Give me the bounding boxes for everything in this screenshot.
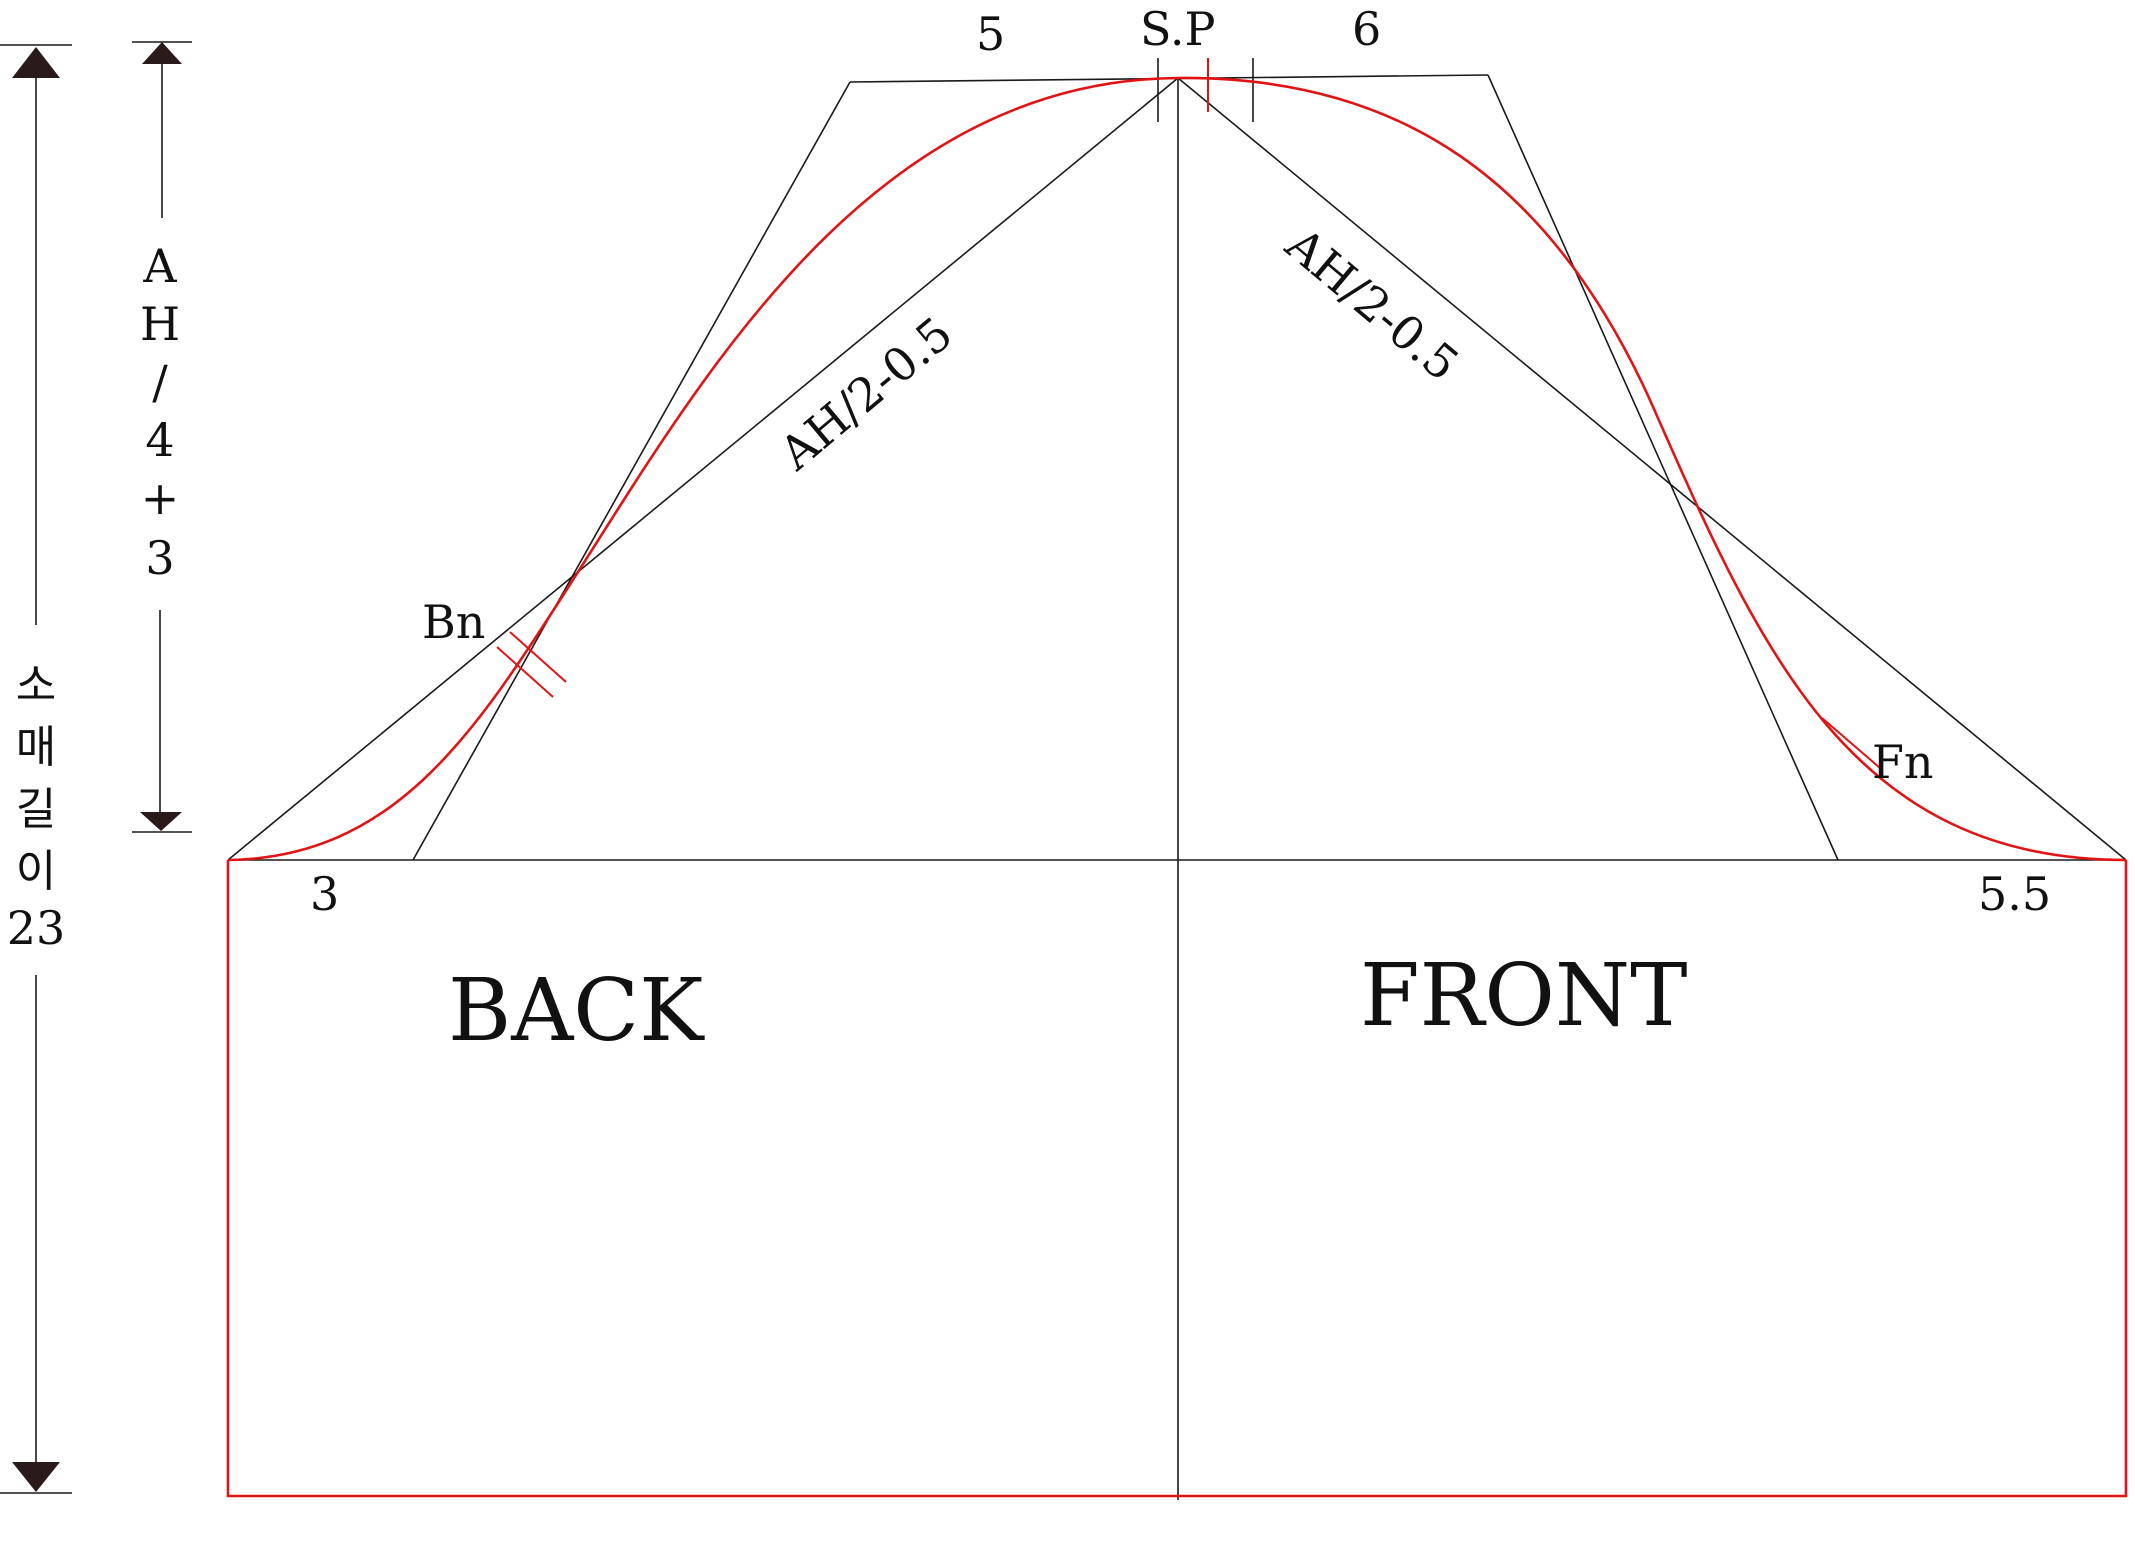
sleeve-length-dimension: 소 매 길 이 23	[0, 44, 72, 1494]
sleeve-cap-curve	[227, 76, 2127, 862]
back-notch-label: Bn	[422, 595, 485, 649]
front-notch-mark	[1821, 717, 1881, 769]
back-outer-line	[412, 81, 851, 861]
back-diagonal-label: AH/2-0.5	[769, 306, 963, 481]
front-panel-label: FRONT	[1360, 946, 1688, 1046]
cap-height-char-1: A	[142, 239, 177, 293]
cap-height-char-3: /	[152, 355, 168, 409]
back-notch-mark-1	[496, 646, 554, 698]
front-diagonal-label: AH/2-0.5	[1275, 216, 1469, 391]
cap-height-char-4: 4	[145, 413, 174, 467]
back-panel-label: BACK	[448, 961, 705, 1061]
back-notch-mark-2	[509, 631, 567, 683]
back-diagonal-line	[227, 77, 1179, 861]
cap-height-dimension: A H / 4 + 3	[132, 41, 192, 833]
cap-height-up-arrow-icon	[142, 42, 182, 64]
front-notch-label: Fn	[1872, 735, 1934, 789]
cap-height-char-6: 3	[145, 531, 174, 585]
front-diagonal-line	[1177, 77, 2127, 861]
pattern-outline	[226, 58, 2128, 1498]
sleeve-length-char-4: 이	[16, 846, 56, 897]
front-top-offset-label: 6	[1352, 2, 1381, 56]
cap-height-char-2: H	[140, 297, 180, 351]
construction-lines	[227, 58, 2127, 1500]
cap-height-char-5: +	[141, 471, 180, 525]
sleeve-length-down-arrow-icon	[12, 1462, 60, 1492]
shoulder-point-label: S.P	[1140, 2, 1215, 56]
sleeve-length-char-3: 길	[16, 784, 56, 835]
sleeve-length-up-arrow-icon	[12, 47, 60, 78]
front-outer-line	[1487, 74, 1839, 861]
back-bottom-offset-label: 3	[310, 867, 339, 921]
sleeve-body-outline	[226, 860, 2128, 1498]
sleeve-length-char-1: 소	[16, 660, 56, 711]
sleeve-length-char-5: 23	[7, 901, 66, 955]
sleeve-length-char-2: 매	[16, 722, 56, 773]
cap-height-down-arrow-icon	[140, 812, 182, 831]
back-top-offset-label: 5	[976, 7, 1005, 61]
front-bottom-offset-label: 5.5	[1978, 867, 2051, 921]
